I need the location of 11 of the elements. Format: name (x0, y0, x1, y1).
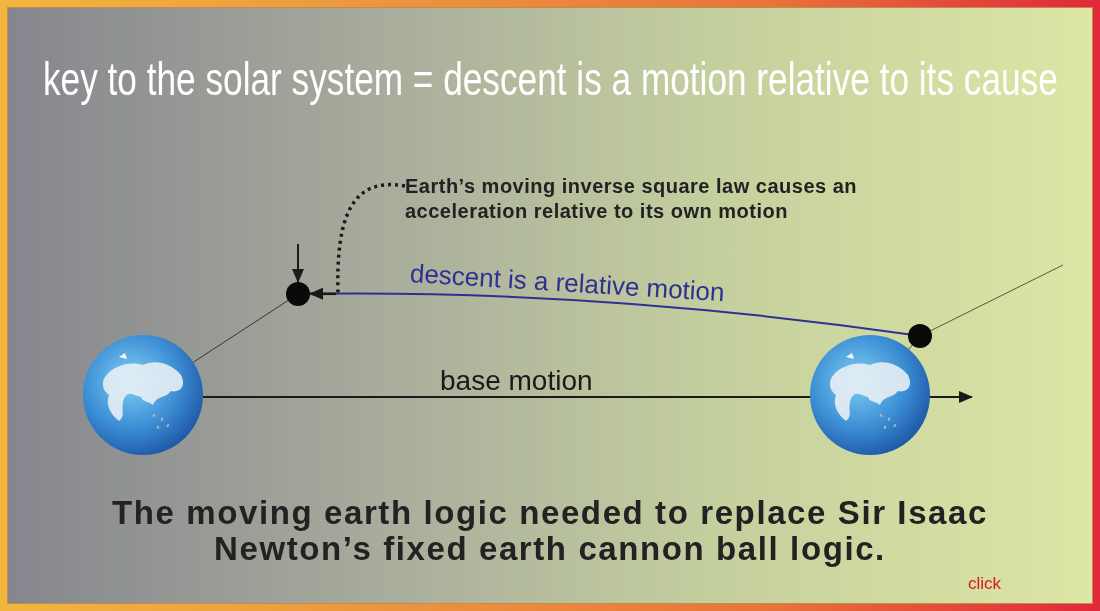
leader-line (336, 183, 406, 294)
edge-label: base motion (440, 365, 593, 397)
edge-label: descent is a relative motion (409, 258, 726, 309)
title: key to the solar system = descent is a motion relative to its cause (42, 52, 1058, 106)
radius-line (192, 300, 289, 363)
arrow (292, 243, 304, 283)
note-text: Earth’s moving inverse square law causes an acceleration relative to its own motion (405, 174, 859, 224)
link-text: click (968, 574, 1002, 594)
caption: The moving earth logic needed to replace Sir Isaac Newton’s fixed earth cannon ball logic. (111, 495, 989, 567)
radius-line (908, 344, 913, 350)
arrow (309, 287, 910, 336)
